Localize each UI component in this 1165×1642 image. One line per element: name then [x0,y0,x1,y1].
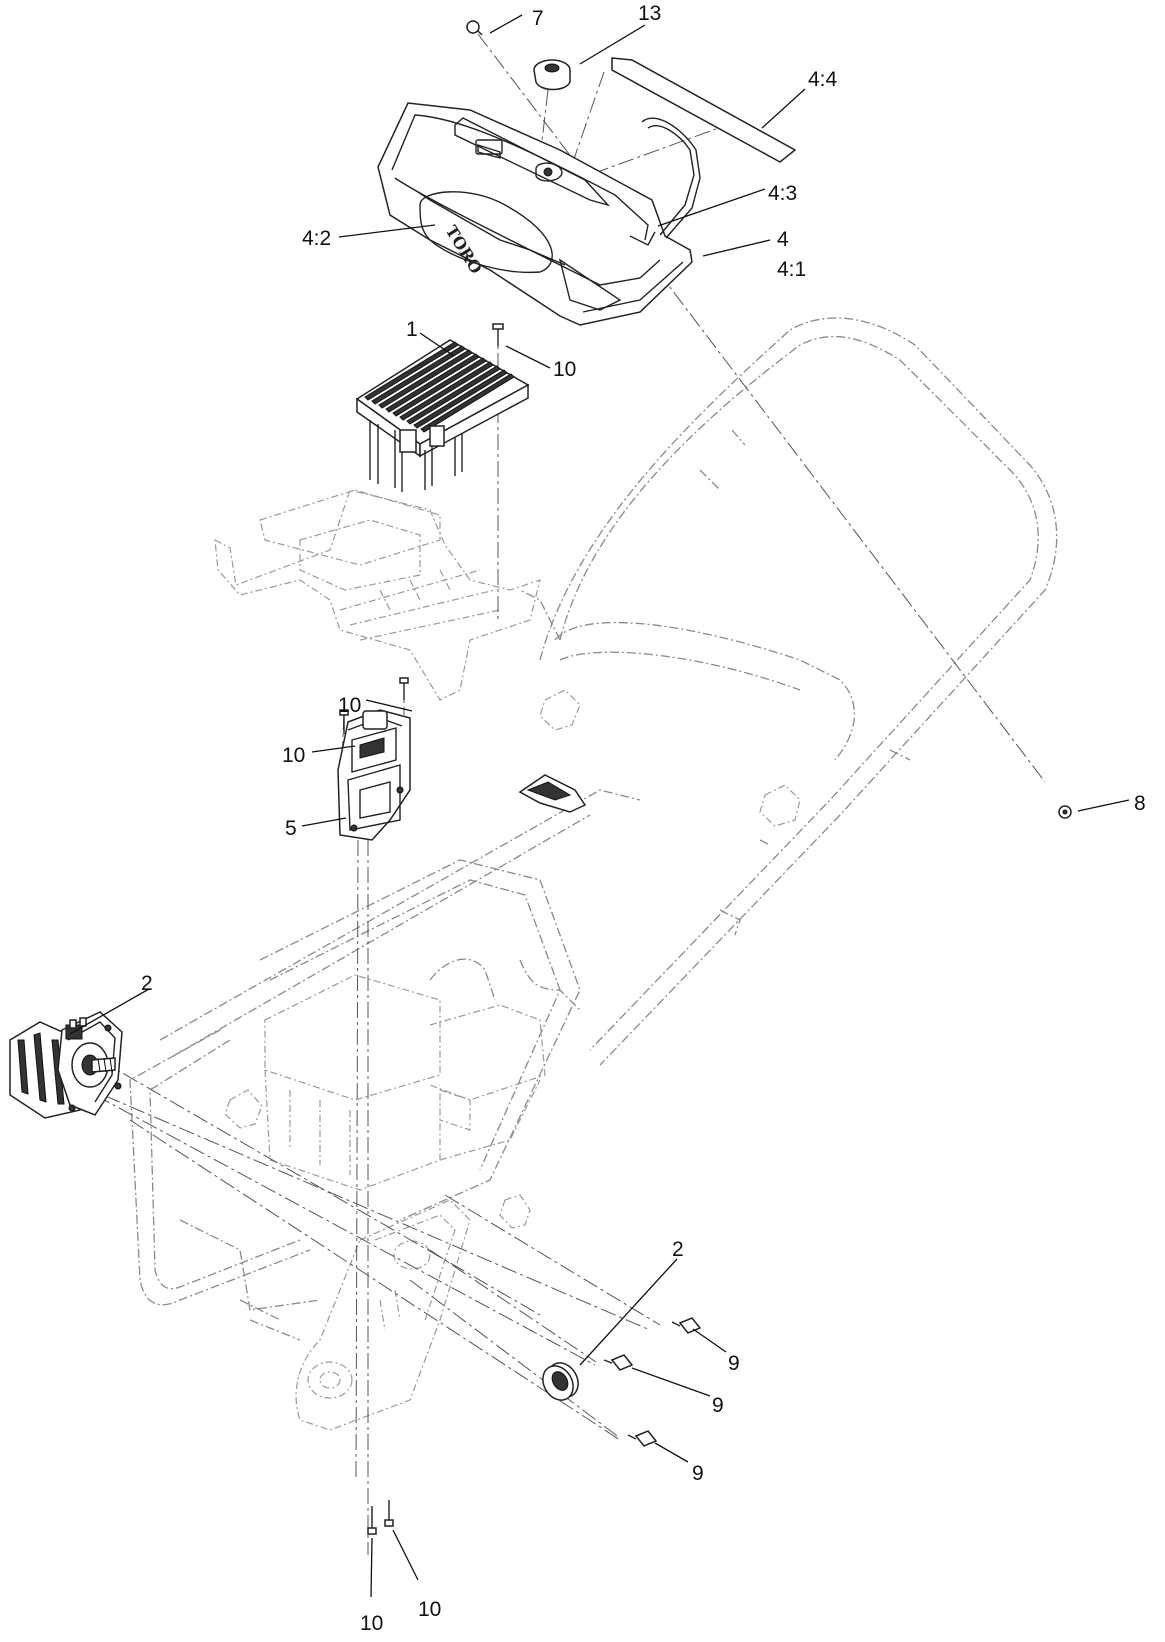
callout-9-a: 9 [728,1352,740,1375]
callout-10-controller: 10 [553,358,576,381]
battery-tray [215,490,545,1190]
decal-strip [612,58,795,162]
handle-frame [130,318,1057,1340]
callout-2-motor: 2 [141,972,153,995]
callout-10-bottom-right: 10 [418,1598,441,1621]
callout-4-3: 4:3 [768,182,797,205]
callout-2-bushing: 2 [672,1238,684,1261]
controller-heatsink [357,340,528,492]
control-module-bracket [338,678,410,840]
callout-1: 1 [406,318,418,341]
nut-8 [1059,806,1071,818]
bail-rod [642,118,700,238]
axle-plate [296,1200,470,1430]
pin [467,21,482,35]
callout-4-2: 4:2 [302,227,331,250]
leader-lines [70,15,1129,1597]
bolt-9-b [604,1355,632,1370]
callout-9-c: 9 [692,1462,704,1485]
callout-4-4: 4:4 [808,68,838,91]
lever-grip [520,775,585,812]
callout-4-1: 4:1 [777,258,806,281]
screw-10-bottom-a [368,1506,376,1534]
key-knob [534,60,570,90]
callout-4: 4 [777,228,789,251]
callout-10-bracket-left: 10 [282,744,305,767]
bushing [537,1357,584,1405]
callout-8: 8 [1134,792,1146,815]
bolt-9-c [628,1431,656,1446]
callout-9-b: 9 [712,1394,724,1417]
callout-13: 13 [638,2,661,25]
screw-10-top [493,324,503,346]
handle-knobs [225,690,800,1228]
callout-10-bracket-top: 10 [338,694,361,717]
callout-5: 5 [285,817,297,840]
callout-labels: 7 13 4:4 4:3 4:2 4 4:1 1 10 10 10 5 8 2 … [141,2,1146,1635]
screw-10-bottom-b [385,1500,393,1526]
wheel-motor [10,1012,122,1118]
control-panel-cover: TORO [378,103,692,325]
bolt-9-a [672,1318,700,1333]
callout-7: 7 [532,7,544,30]
callout-10-bottom-left: 10 [360,1612,383,1635]
